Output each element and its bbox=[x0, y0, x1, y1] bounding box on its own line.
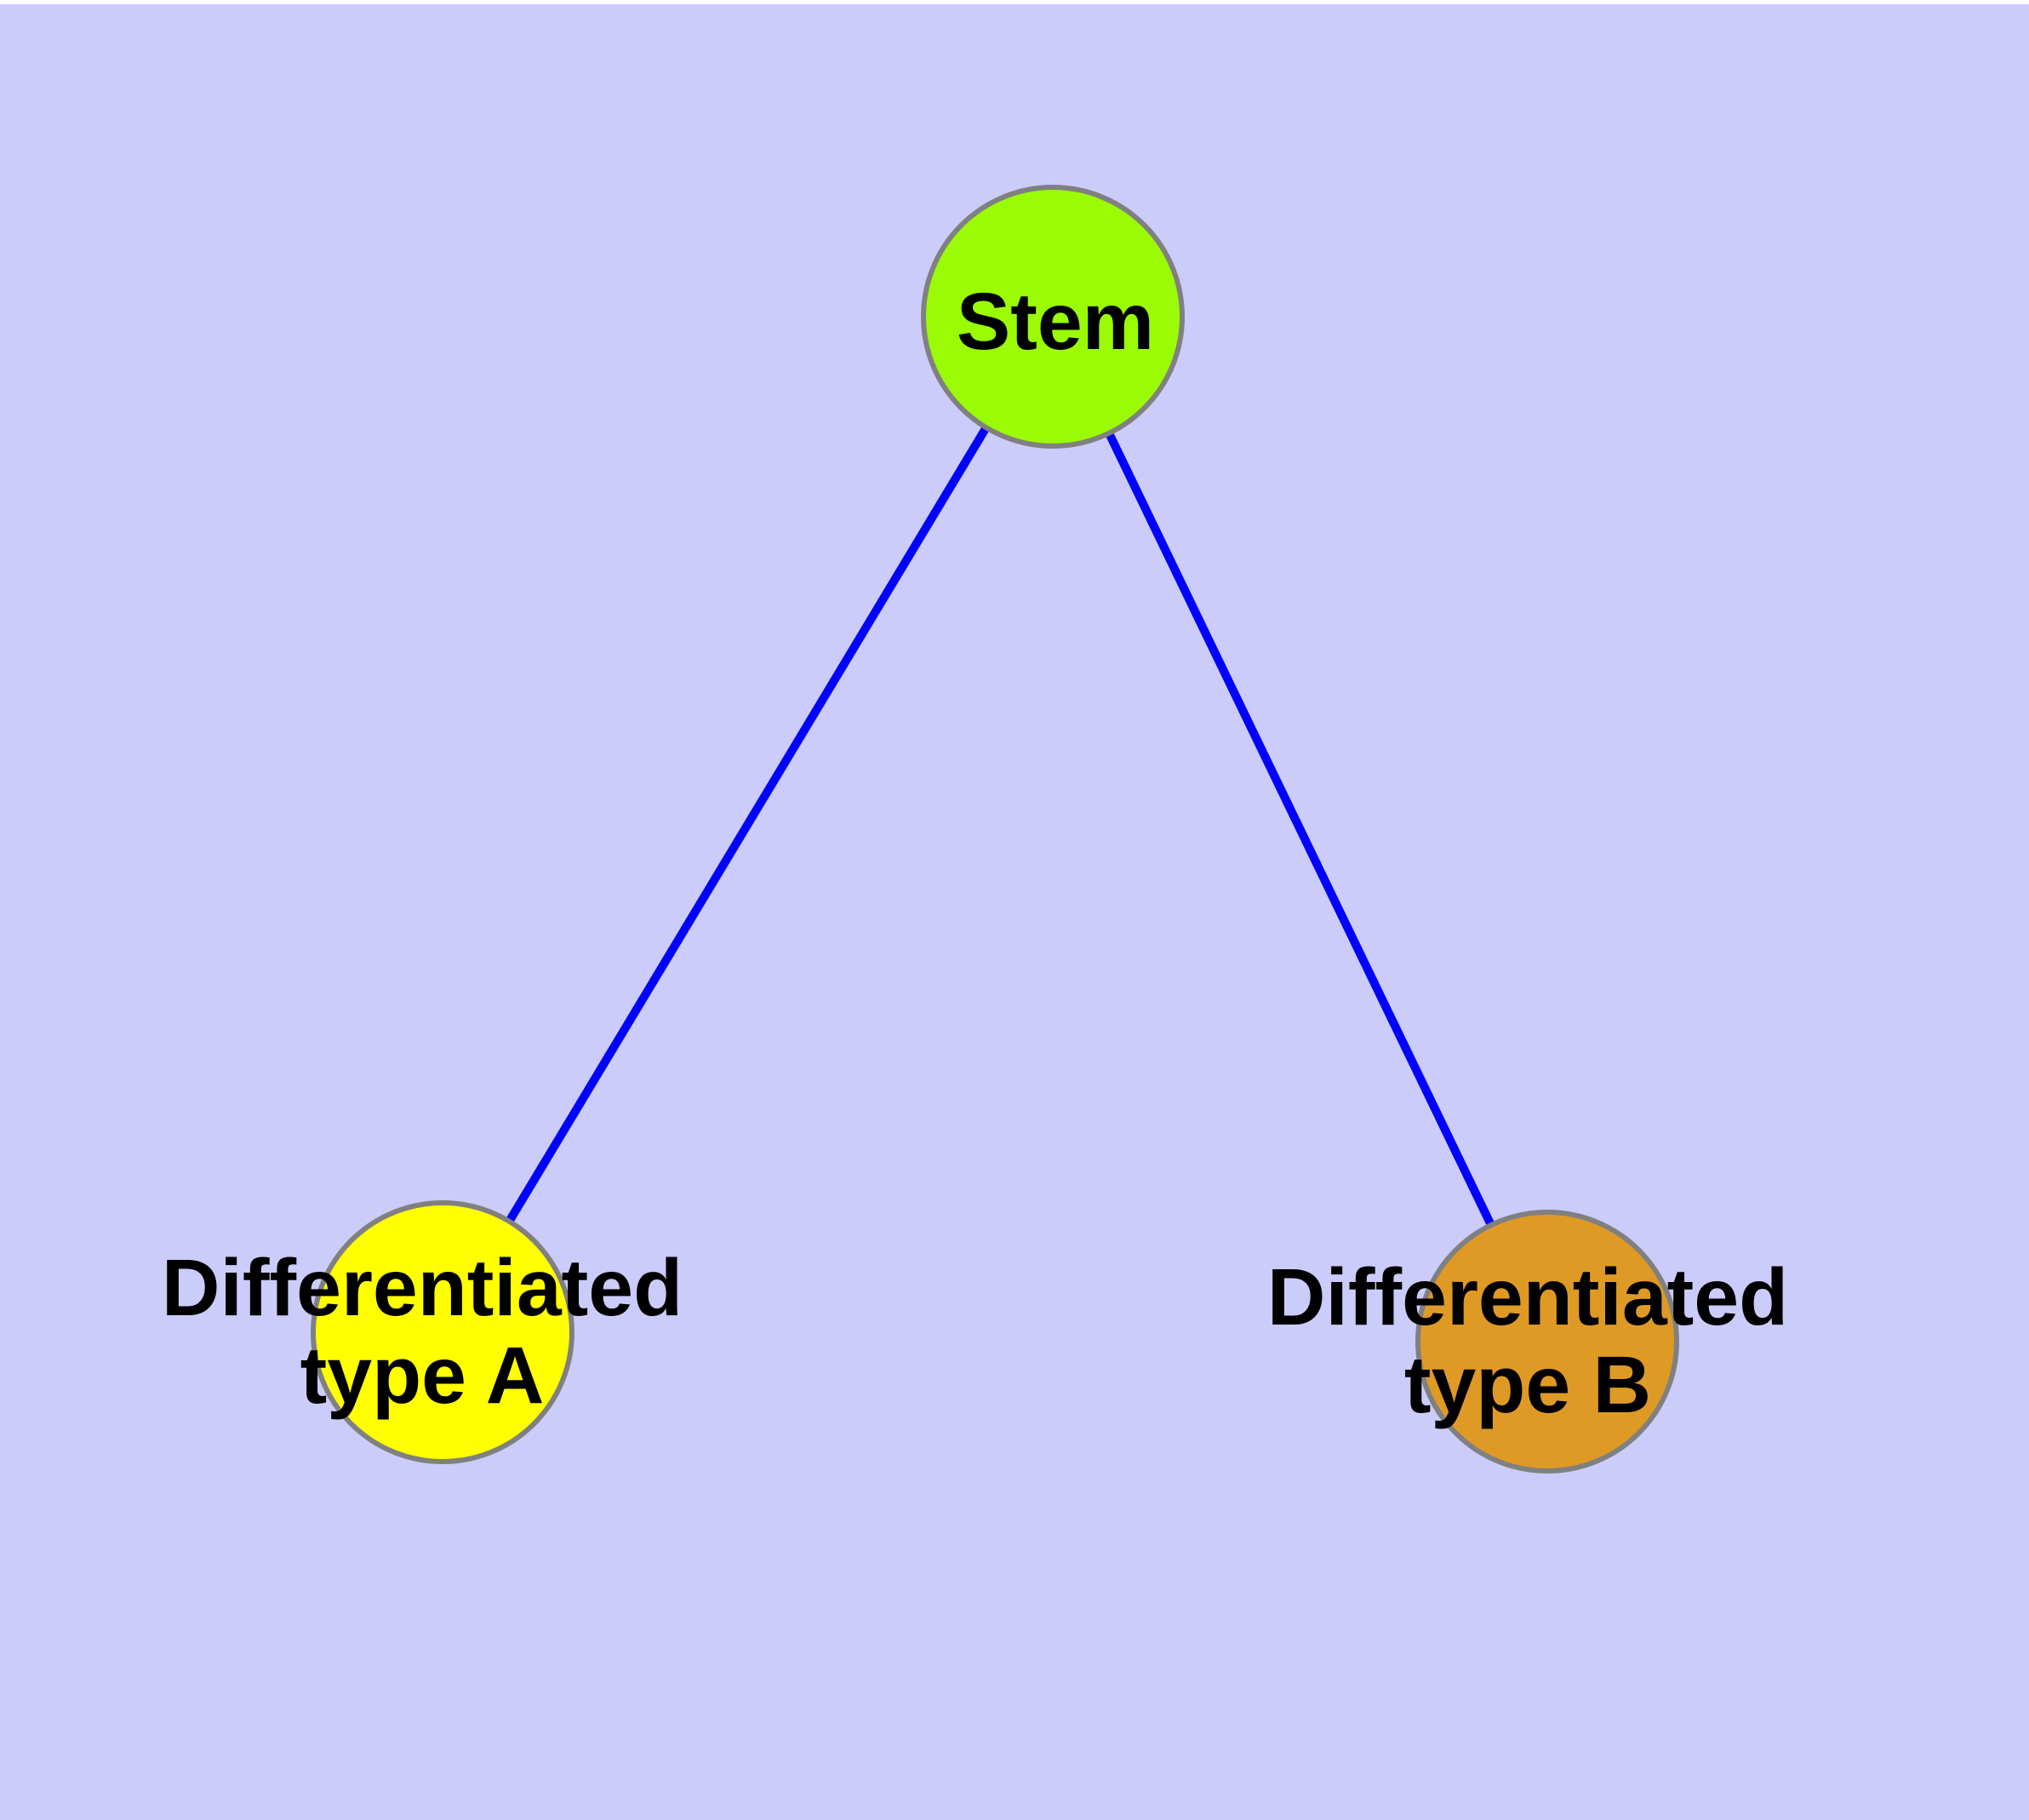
node-layer bbox=[311, 185, 1679, 1474]
node-stem[interactable] bbox=[921, 185, 1185, 449]
node-label-diff-a-line2: type A bbox=[300, 1331, 545, 1421]
canvas-top-margin bbox=[0, 0, 2029, 4]
edge-stem-to-diff-b[interactable] bbox=[1049, 314, 1552, 1344]
node-label-stem-line1: Stem bbox=[957, 277, 1154, 367]
label-layer: Stem Differentiated type A Differentiate… bbox=[162, 277, 1788, 1430]
edge-layer bbox=[438, 314, 1552, 1344]
node-differentiated-type-b[interactable] bbox=[1415, 1210, 1679, 1474]
node-label-diff-b-line1: Differentiated bbox=[1267, 1252, 1788, 1342]
node-label-diff-b-line2: type B bbox=[1404, 1340, 1651, 1430]
node-differentiated-type-a[interactable] bbox=[311, 1200, 574, 1464]
node-label-diff-a-line1: Differentiated bbox=[162, 1243, 683, 1333]
edge-stem-to-diff-a[interactable] bbox=[438, 314, 1057, 1335]
